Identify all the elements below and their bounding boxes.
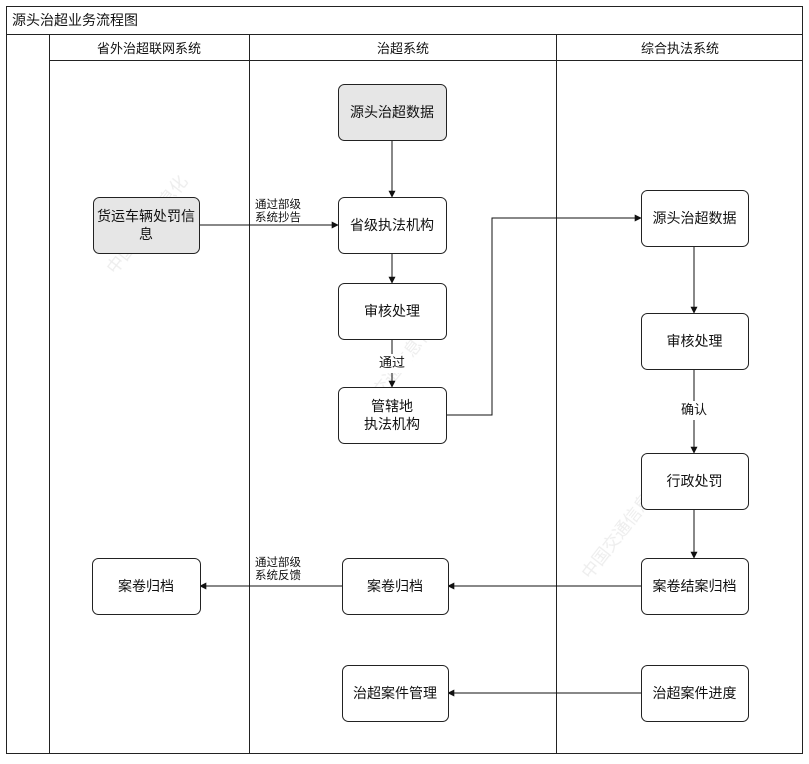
node-box [338,197,447,254]
diagram-title: 源头治超业务流程图 [12,13,138,29]
node-label: 行政处罚 [667,474,723,490]
node-label: 源头治超数据 [350,105,434,121]
node-box [342,665,449,722]
node-box [93,197,200,254]
node-case-close-archive: 案卷结案归档 [641,558,749,615]
node-source-data-right: 源头治超数据 [641,190,749,247]
node-label: 省级执法机构 [350,218,434,234]
node-box [641,558,749,615]
edge-label-text: 系统抄告 [255,210,301,224]
node-label: 息 [139,226,153,243]
node-layer: 货运车辆处罚信息案卷归档源头治超数据省级执法机构审核处理管辖地执法机构案卷归档治… [92,84,749,722]
edge-label-text: 通过部级 [255,197,301,211]
node-review-right: 审核处理 [641,313,749,370]
node-case-management: 治超案件管理 [342,665,449,722]
node-box [92,558,201,615]
node-box [641,190,749,247]
node-label: 执法机构 [364,417,420,433]
node-label: 案卷归档 [367,578,423,595]
edge-label-text: 系统反馈 [255,568,301,582]
node-provincial-agency: 省级执法机构 [338,197,447,254]
node-box [342,558,449,615]
edge-label-text: 确认 [681,403,707,418]
node-label: 案卷结案归档 [653,578,737,595]
node-archive-left: 案卷归档 [92,558,201,615]
node-label: 审核处理 [364,304,420,320]
node-label: 管辖地 [371,399,413,415]
node-box [338,283,447,340]
node-label: 源头治超数据 [653,211,737,227]
node-box [338,84,447,141]
edge-label-text: 通过部级 [255,555,301,569]
connector-local-to-source-right [446,214,642,416]
lane-header-overload-system: 治超系统 [377,42,429,57]
node-admin-penalty: 行政处罚 [641,453,749,510]
lane-header-provincial-network: 省外治超联网系统 [97,42,201,57]
node-box [641,453,749,510]
node-box [641,665,749,722]
node-case-progress: 治超案件进度 [641,665,749,722]
node-label: 治超案件进度 [653,685,737,702]
edge-label-text: 通过 [379,356,405,371]
edge-label-bg [372,354,412,373]
edge-label-review-to-penalty: 确认 [674,401,714,420]
node-review-mid: 审核处理 [338,283,447,340]
lane-header-enforcement-system: 综合执法系统 [641,42,719,57]
node-source-data-mid: 源头治超数据 [338,84,447,141]
node-label: 治超案件管理 [353,685,437,702]
node-box [338,387,447,444]
node-label: 审核处理 [667,334,723,350]
edge-label-bg [674,401,714,420]
node-label: 案卷归档 [118,578,174,595]
node-box [641,313,749,370]
node-label: 货运车辆处罚信 [97,208,195,225]
edge-label-review-to-local: 通过 [372,354,412,373]
node-archive-mid: 案卷归档 [342,558,449,615]
